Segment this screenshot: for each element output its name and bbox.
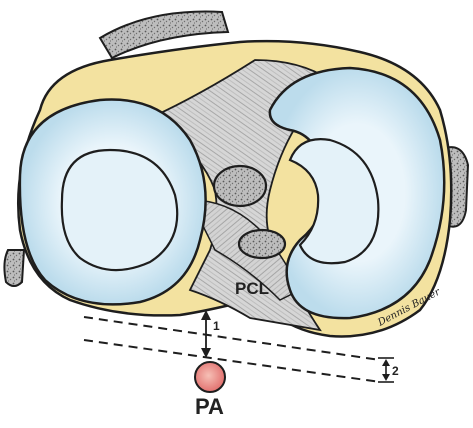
- pcl-cross-section: [237, 228, 287, 260]
- pa-label: PA: [195, 394, 224, 419]
- acl-cross-section: [212, 164, 268, 208]
- distance-1-arrow: [201, 310, 211, 358]
- cut-tendon-top: [98, 10, 230, 60]
- pcl-label: PCL: [235, 279, 269, 298]
- dashed-reference-line-lower: [83, 339, 381, 383]
- dashed-reference-line-upper: [83, 316, 381, 361]
- lateral-meniscus: [268, 66, 446, 320]
- cut-tendon-left: [3, 249, 26, 287]
- distance-2-label: 2: [392, 364, 399, 378]
- distance-1-label: 1: [213, 319, 220, 333]
- medial-meniscus: [18, 98, 207, 306]
- distance-2-bracket: [378, 357, 394, 383]
- popliteal-artery-icon: [194, 361, 226, 393]
